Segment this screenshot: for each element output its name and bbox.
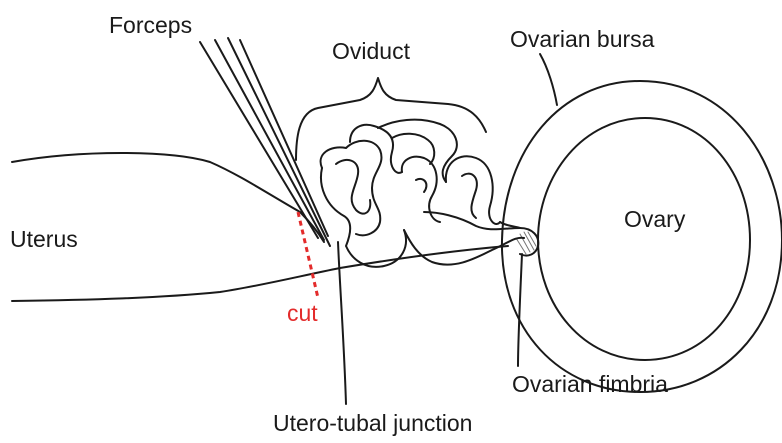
label-cut: cut <box>287 302 318 325</box>
label-uterus: Uterus <box>10 228 78 251</box>
label-oviduct: Oviduct <box>332 40 410 63</box>
label-ovarian-fimbria: Ovarian fimbria <box>512 373 668 396</box>
label-forceps: Forceps <box>109 14 192 37</box>
ovary-shape <box>538 118 750 360</box>
oviduct-coils <box>321 120 539 267</box>
label-ovarian-bursa: Ovarian bursa <box>510 28 654 51</box>
label-ovary: Ovary <box>624 208 685 231</box>
uterus-shape <box>12 153 508 301</box>
ovarian-bursa-shape <box>502 81 782 392</box>
forceps-shape <box>200 38 330 246</box>
label-utero-tubal-junction: Utero-tubal junction <box>273 412 472 435</box>
